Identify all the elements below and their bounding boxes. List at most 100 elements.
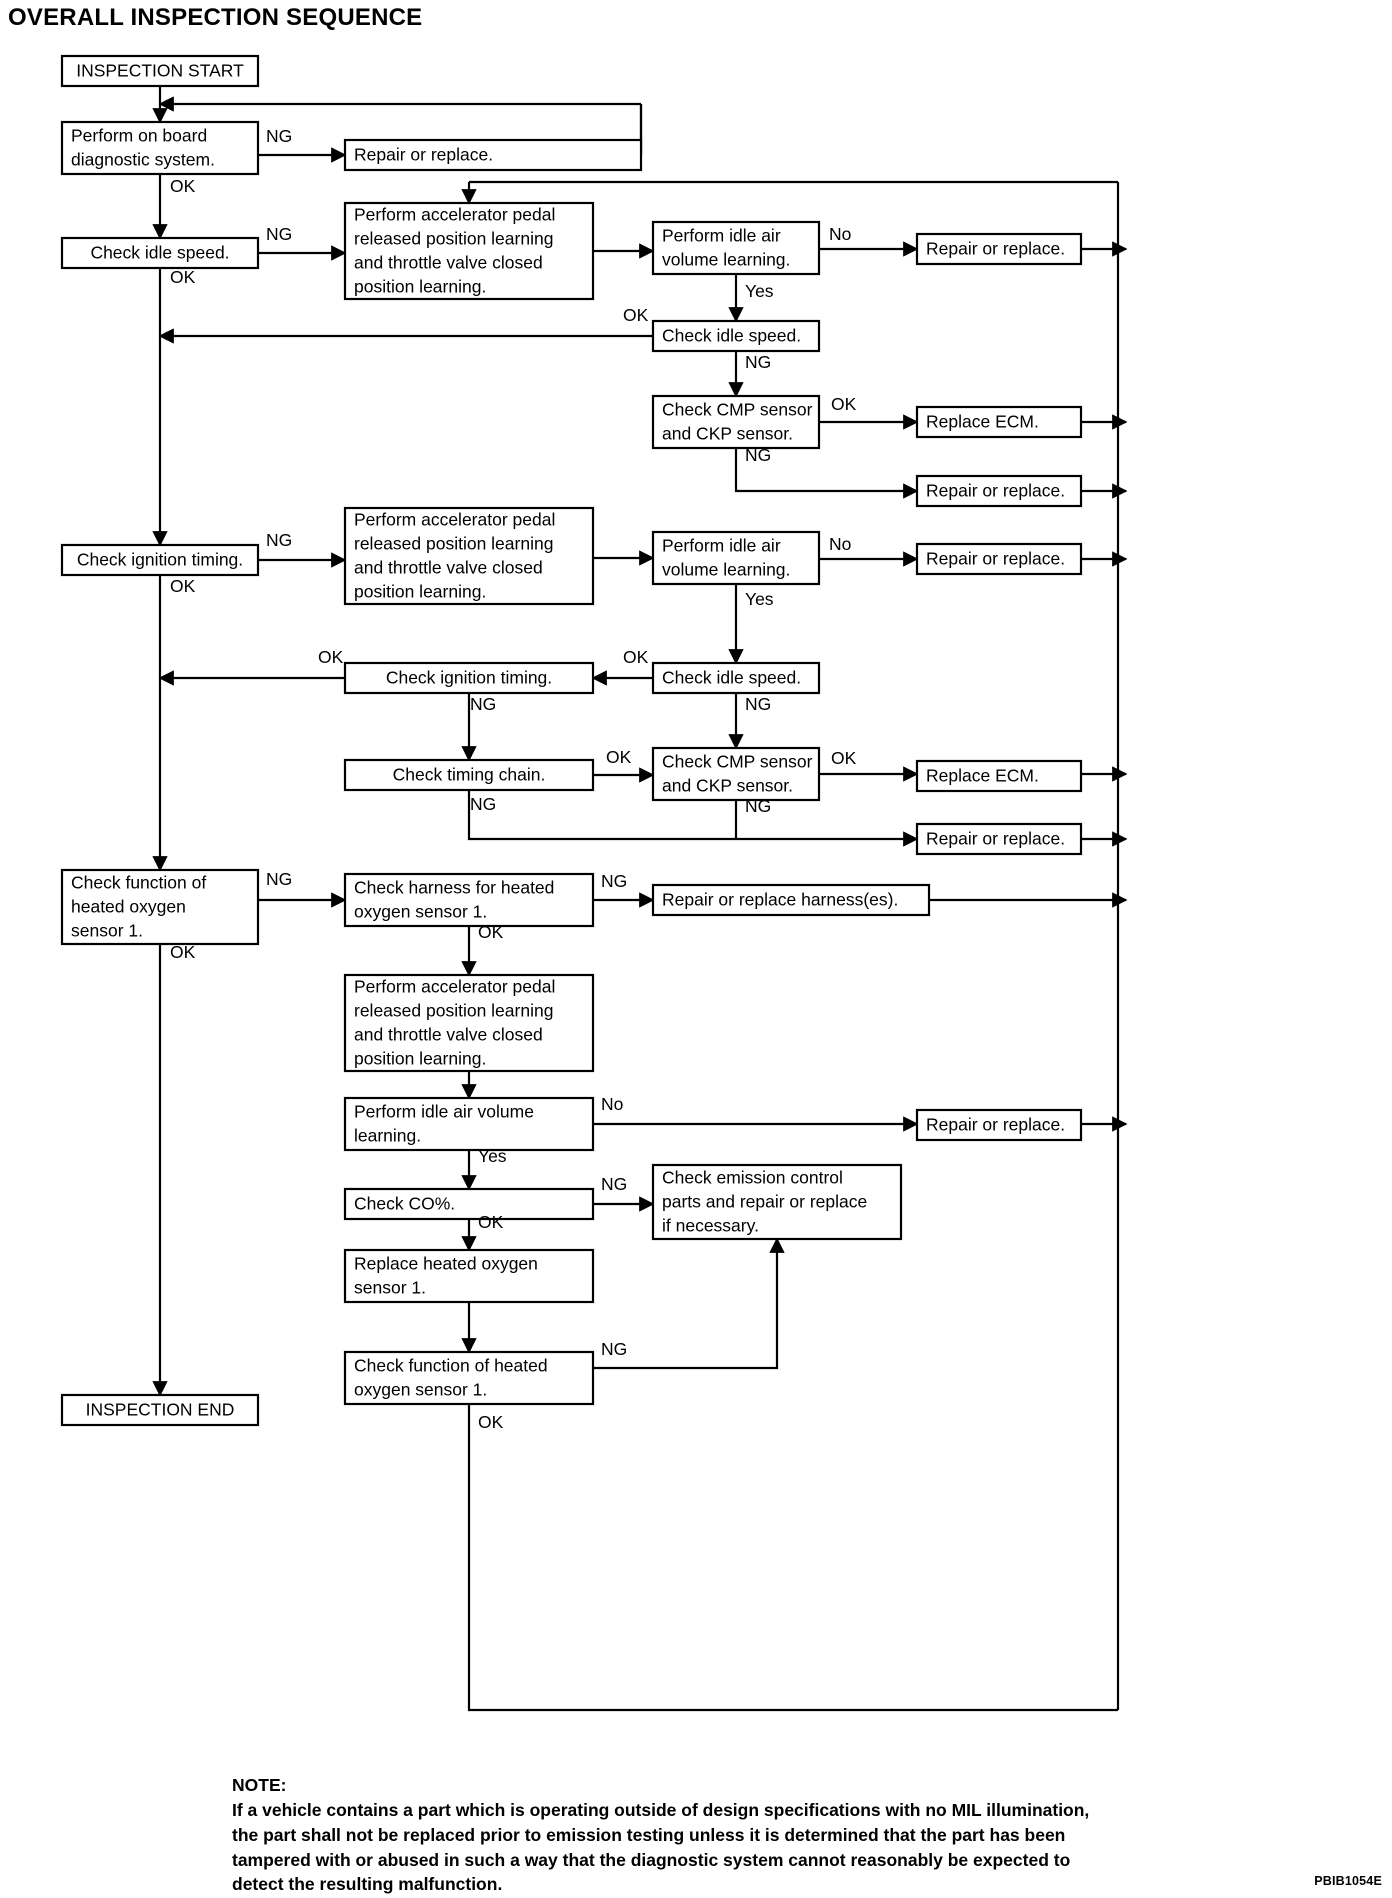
node-box	[60, 120, 260, 176]
node-label: Check CMP sensor	[662, 400, 813, 420]
note-heading: NOTE:	[232, 1775, 287, 1795]
node-label: position learning.	[354, 1049, 486, 1069]
node-box	[343, 201, 595, 301]
flow-edges	[152, 86, 1128, 1712]
edge-label-yes-5: Yes	[745, 281, 774, 301]
node-box	[651, 746, 821, 802]
node-label: Check emission control	[662, 1168, 843, 1188]
node-label: Repair or replace.	[926, 239, 1065, 259]
node-label: Check function of heated	[354, 1356, 548, 1376]
node-label: Perform idle air volume	[354, 1102, 534, 1122]
flow-node-start: INSPECTION START	[60, 54, 260, 88]
edge-label-ng-7: NG	[745, 352, 771, 372]
node-label: oxygen sensor 1.	[354, 902, 487, 922]
node-label: Check CO%.	[354, 1194, 455, 1214]
node-label: and throttle valve closed	[354, 558, 543, 578]
node-box	[60, 1393, 260, 1427]
note-line-2: the part shall not be replaced prior to …	[232, 1824, 1066, 1845]
edge-label-ok-18: OK	[606, 747, 632, 767]
node-label: and CKP sensor.	[662, 776, 793, 796]
flow-node-ign2: Check ignition timing.	[343, 661, 595, 695]
node-label: Check ignition timing.	[77, 550, 243, 570]
note-line-1: If a vehicle contains a part which is op…	[232, 1799, 1090, 1820]
node-box	[343, 138, 643, 172]
node-box	[651, 883, 931, 917]
flow-node-repair3: Repair or replace.	[915, 474, 1083, 508]
node-label: Repair or replace.	[354, 145, 493, 165]
node-box	[915, 1108, 1083, 1142]
node-box	[915, 232, 1083, 266]
node-label: and throttle valve closed	[354, 253, 543, 273]
node-label: INSPECTION START	[76, 61, 244, 81]
node-box	[651, 220, 821, 276]
node-label: Check timing chain.	[393, 765, 546, 785]
node-box	[915, 759, 1083, 793]
page-title: OVERALL INSPECTION SEQUENCE	[8, 4, 423, 31]
edge-label-ng-30: NG	[601, 1339, 627, 1359]
node-label: released position learning	[354, 534, 553, 554]
figure-id: PBIB1054E	[1314, 1874, 1382, 1888]
node-label: parts and repair or replace	[662, 1192, 867, 1212]
flow-node-idle2: Check idle speed.	[651, 319, 821, 353]
node-label: Repair or replace.	[926, 481, 1065, 501]
flow-node-learn1: Perform accelerator pedal released positi…	[343, 201, 595, 301]
node-label: position learning.	[354, 277, 486, 297]
node-box	[343, 1187, 595, 1221]
edge-label-ng-22: NG	[266, 869, 292, 889]
node-box	[343, 1248, 595, 1304]
flow-node-end: INSPECTION END	[60, 1393, 260, 1427]
node-label: Replace ECM.	[926, 766, 1039, 786]
node-label: Check ignition timing.	[386, 668, 552, 688]
node-label: position learning.	[354, 582, 486, 602]
edge-label-ng-17: NG	[470, 694, 496, 714]
node-box	[651, 661, 821, 695]
edge-label-ok-1: OK	[170, 176, 196, 196]
node-box	[343, 661, 595, 695]
edge-label-ok-6: OK	[623, 305, 649, 325]
flow-node-ho2func2: Check function of heated oxygen sensor 1.	[343, 1350, 595, 1406]
edge-label-ng-23: NG	[601, 871, 627, 891]
node-label: Check function of	[71, 873, 206, 893]
node-label: Check harness for heated	[354, 878, 554, 898]
node-label: Perform accelerator pedal	[354, 977, 555, 997]
node-label: heated oxygen	[71, 897, 186, 917]
edge-label-ng-0: NG	[266, 126, 292, 146]
node-box	[343, 1096, 595, 1152]
node-label: oxygen sensor 1.	[354, 1380, 487, 1400]
flow-node-emission: Check emission control parts and repair o…	[651, 1163, 903, 1241]
node-label: released position learning	[354, 229, 553, 249]
flow-node-ign1: Check ignition timing.	[60, 543, 260, 577]
node-label: Check idle speed.	[662, 326, 801, 346]
node-label: diagnostic system.	[71, 150, 215, 170]
edge-label-ok-14: OK	[623, 647, 649, 667]
edge-label-ok-11: OK	[170, 576, 196, 596]
edge-label-ok-8: OK	[831, 394, 857, 414]
node-label: Perform accelerator pedal	[354, 205, 555, 225]
edge-label-ng-2: NG	[266, 224, 292, 244]
edge-label-ng-21: NG	[470, 794, 496, 814]
node-label: Repair or replace.	[926, 1115, 1065, 1135]
flow-node-harness: Check harness for heated oxygen sensor 1.	[343, 872, 595, 928]
edge-label-ok-29: OK	[478, 1212, 504, 1232]
node-box	[343, 758, 595, 792]
edge-label-ng-9: NG	[745, 445, 771, 465]
node-label: Perform accelerator pedal	[354, 510, 555, 530]
flow-node-repair4: Repair or replace.	[915, 542, 1083, 576]
edge-label-ok-15: OK	[318, 647, 344, 667]
node-label: sensor 1.	[354, 1278, 426, 1298]
node-label: Replace ECM.	[926, 412, 1039, 432]
flow-node-repair2: Repair or replace.	[915, 232, 1083, 266]
node-box	[60, 236, 260, 270]
flow-node-repair6: Repair or replace.	[915, 1108, 1083, 1142]
node-box	[343, 506, 595, 606]
flow-edge-labels: NGOKNGOKNoYesOKNGOKNGNGOKNoYesOKOKNGNGOK…	[170, 126, 857, 1432]
node-label: INSPECTION END	[86, 1400, 235, 1420]
flow-node-chain: Check timing chain.	[343, 758, 595, 792]
node-box	[343, 973, 595, 1073]
edge-label-ok-25: OK	[170, 942, 196, 962]
flow-node-ecm2: Replace ECM.	[915, 759, 1083, 793]
